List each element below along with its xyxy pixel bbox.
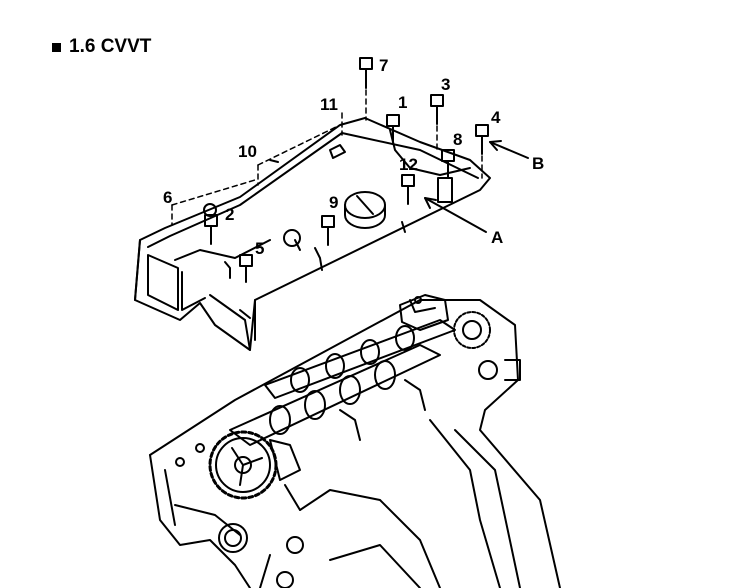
bolt-3 [430,94,444,125]
callout-3: 3 [441,75,450,94]
camshafts [229,319,456,481]
arrow-b [489,140,529,159]
callout-10: 10 [238,142,257,161]
guide-lines [171,89,483,226]
callout-12: 12 [399,155,418,174]
callout-7: 7 [379,56,388,75]
bolt-8 [441,149,455,179]
bolt-7 [359,57,373,89]
callout-2: 2 [225,205,234,224]
cvvt-assembly [399,294,491,349]
callout-b: B [532,154,544,173]
cylinder-head [149,299,561,588]
callout-8: 8 [453,130,462,149]
diagram-title-text: 1.6 CVVT [69,36,152,57]
bolt-4 [475,124,489,155]
callout-11: 11 [320,95,338,114]
title-bullet-icon [52,42,61,52]
spark-plug-hole [283,229,301,247]
cylinder-head-cover [134,117,491,351]
bolt-5 [239,254,253,283]
callout-9: 9 [329,193,338,212]
bolt-1 [386,114,400,143]
callout-6: 6 [163,188,172,207]
callout-a: A [491,228,503,247]
bolt-12 [401,174,415,205]
camshaft-sprocket [208,430,278,500]
bolt-2 [204,214,218,245]
diagram-title: 1.6 CVVT [52,36,151,58]
callout-5: 5 [255,239,264,258]
callout-1: 1 [398,93,407,112]
bolt-9 [321,215,335,246]
oil-filler-cap [344,191,386,229]
arrow-a [424,197,487,233]
callout-4: 4 [491,108,501,127]
